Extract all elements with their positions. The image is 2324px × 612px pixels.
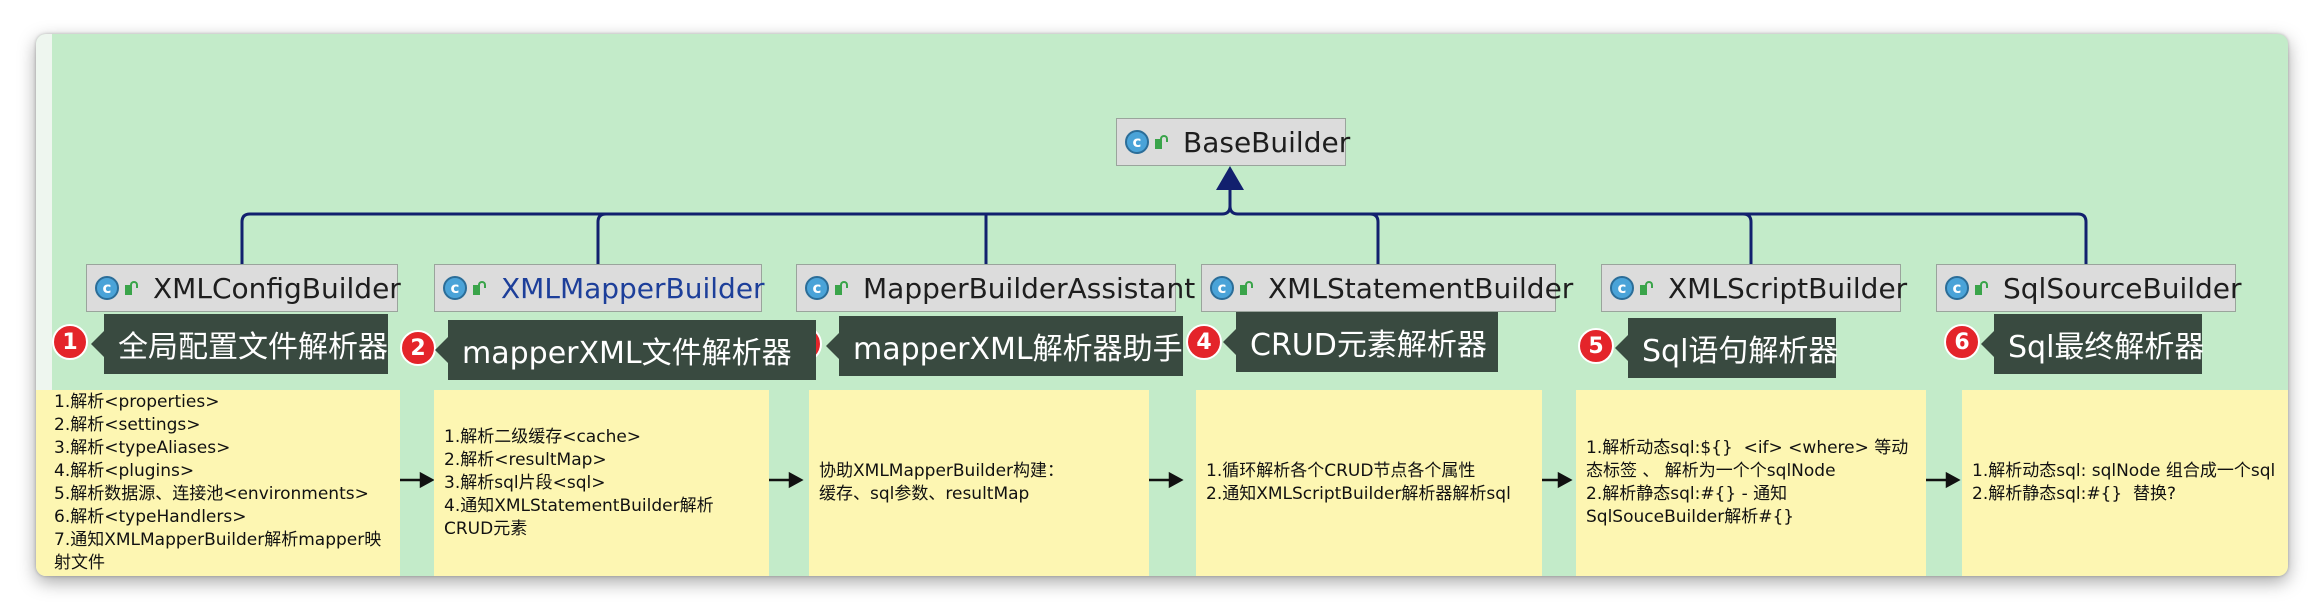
class-icon: c: [1210, 276, 1234, 300]
note-line: 2.解析<resultMap>: [444, 449, 607, 470]
class-icon: c: [1945, 276, 1969, 300]
edge-xmlmapperbuilder: [596, 212, 1222, 264]
note-xmlmapperbuilder: 1.解析二级缓存<cache> 2.解析<resultMap> 3.解析sql片…: [434, 390, 769, 576]
note-xmlstatementbuilder: 1.循环解析各个CRUD节点各个属性 2.通知XMLScriptBuilder解…: [1196, 390, 1542, 576]
class-name: SqlSourceBuilder: [2003, 271, 2242, 305]
note-line: 6.解析<typeHandlers>: [54, 507, 247, 527]
public-icon: [1240, 281, 1254, 295]
note-line: 2.解析静态sql:#{} - 通知SqlSouceBuilder解析#{}: [1586, 484, 1795, 527]
public-icon: [1975, 281, 1989, 295]
step-badge-4: 4: [1186, 324, 1222, 360]
note-sqlsourcebuilder: 1.解析动态sql: sqlNode 组合成一个sql 2.解析静态sql:#{…: [1962, 390, 2288, 576]
class-name: XMLConfigBuilder: [153, 271, 401, 305]
note-line: 1.循环解析各个CRUD节点各个属性: [1206, 461, 1476, 481]
class-xmlstatementbuilder[interactable]: c XMLStatementBuilder: [1201, 264, 1573, 312]
note-line: 3.解析<typeAliases>: [54, 438, 231, 458]
class-name: BaseBuilder: [1183, 125, 1351, 159]
role-tag-6: Sql最终解析器: [1981, 314, 2204, 374]
class-icon: c: [1610, 276, 1634, 300]
public-icon: [1155, 135, 1169, 149]
role-tag-2: mapperXML文件解析器: [435, 320, 816, 380]
note-line: 4.通知XMLStatementBuilder解析CRUD元素: [444, 495, 714, 539]
class-xmlconfigbuilder[interactable]: c XMLConfigBuilder: [86, 264, 401, 312]
step-badge-2: 2: [400, 330, 436, 366]
class-basebuilder[interactable]: c BaseBuilder: [1116, 118, 1350, 166]
diagram-canvas: c BaseBuilder c XMLConfigBuilder c XMLMa…: [36, 34, 2288, 576]
edge-sqlsourcebuilder: [1238, 212, 2088, 264]
note-line: 4.解析<plugins>: [54, 461, 195, 481]
inheritance-arrow-icon: [1216, 166, 1244, 190]
note-line: 3.解析sql片段<sql>: [444, 472, 606, 493]
note-line: 5.解析数据源、连接池<environments>: [54, 484, 369, 504]
note-xmlconfigbuilder: 1.解析<properties> 2.解析<settings> 3.解析<typ…: [36, 390, 400, 576]
public-icon: [1640, 281, 1654, 295]
note-line: 2.通知XMLScriptBuilder解析器解析sql: [1206, 484, 1511, 504]
public-icon: [835, 281, 849, 295]
step-badge-6: 6: [1944, 324, 1980, 360]
note-line: 2.解析静态sql:#{} 替换?: [1972, 484, 2177, 504]
class-name: XMLStatementBuilder: [1268, 271, 1574, 305]
role-tag-1: 全局配置文件解析器: [91, 314, 388, 374]
class-icon: c: [95, 276, 119, 300]
class-icon: c: [1125, 130, 1149, 154]
class-mapperbuilderassistant[interactable]: c MapperBuilderAssistant: [796, 264, 1195, 312]
step-badge-1: 1: [52, 324, 88, 360]
role-tag-5: Sql语句解析器: [1615, 318, 1838, 378]
edge-xmlscriptbuilder: [1238, 212, 1753, 264]
note-line: 1.解析<properties>: [54, 392, 220, 412]
inheritance-connectors: [240, 166, 2088, 489]
class-name: XMLMapperBuilder: [501, 271, 765, 305]
note-line: 缓存、sql参数、resultMap: [819, 484, 1030, 504]
note-line: 1.解析二级缓存<cache>: [444, 426, 642, 447]
class-icon: c: [805, 276, 829, 300]
public-icon: [473, 281, 487, 295]
role-tag-4: CRUD元素解析器: [1223, 312, 1498, 372]
role-tag-3: mapperXML解析器助手: [826, 316, 1183, 376]
class-xmlscriptbuilder[interactable]: c XMLScriptBuilder: [1601, 264, 1907, 312]
note-line: 1.解析动态sql:${} <if> <where> 等动态标签 、 解析为一个…: [1586, 438, 1909, 481]
note-line: 7.通知XMLMapperBuilder解析mapper映射文件: [54, 530, 382, 573]
class-name: MapperBuilderAssistant: [863, 271, 1196, 305]
edge-xmlconfigbuilder: [240, 180, 1232, 264]
step-badge-5: 5: [1578, 328, 1614, 364]
note-line: 协助XMLMapperBuilder构建：: [819, 461, 1065, 481]
note-xmlscriptbuilder: 1.解析动态sql:${} <if> <where> 等动态标签 、 解析为一个…: [1576, 390, 1926, 576]
class-name: XMLScriptBuilder: [1668, 271, 1908, 305]
public-icon: [125, 281, 139, 295]
note-line: 2.解析<settings>: [54, 415, 201, 435]
class-xmlmapperbuilder[interactable]: c XMLMapperBuilder: [434, 264, 765, 312]
class-icon: c: [443, 276, 467, 300]
class-sqlsourcebuilder[interactable]: c SqlSourceBuilder: [1936, 264, 2242, 312]
note-mapperbuilderassistant: 协助XMLMapperBuilder构建： 缓存、sql参数、resultMap: [809, 390, 1149, 576]
note-line: 1.解析动态sql: sqlNode 组合成一个sql: [1972, 461, 2276, 481]
